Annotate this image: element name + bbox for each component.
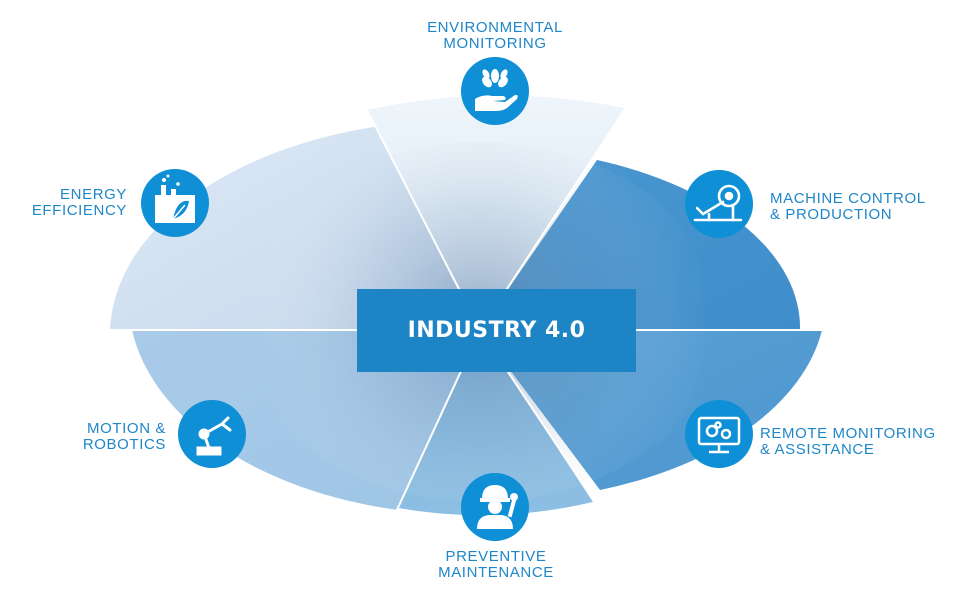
label-motion-robotics: MOTION & ROBOTICS <box>82 420 166 453</box>
worker-wrench-icon <box>461 473 529 541</box>
center-title-box: INDUSTRY 4.0 <box>357 289 636 372</box>
plant-in-hand-icon <box>461 57 529 125</box>
label-preventive-maintenance: PREVENTIVE MAINTENANCE <box>438 548 554 581</box>
center-title: INDUSTRY 4.0 <box>407 318 586 343</box>
factory-leaf-icon <box>141 169 209 237</box>
label-machine-control: MACHINE CONTROL & PRODUCTION <box>770 190 926 223</box>
robot-arm-icon <box>178 400 246 468</box>
monitor-gears-icon <box>685 400 753 468</box>
label-remote-monitoring: REMOTE MONITORING & ASSISTANCE <box>760 425 936 458</box>
machine-arm-icon <box>685 170 753 238</box>
label-environmental-monitoring: ENVIRONMENTAL MONITORING <box>427 19 563 52</box>
label-energy-efficiency: ENERGY EFFICIENCY <box>31 186 127 219</box>
